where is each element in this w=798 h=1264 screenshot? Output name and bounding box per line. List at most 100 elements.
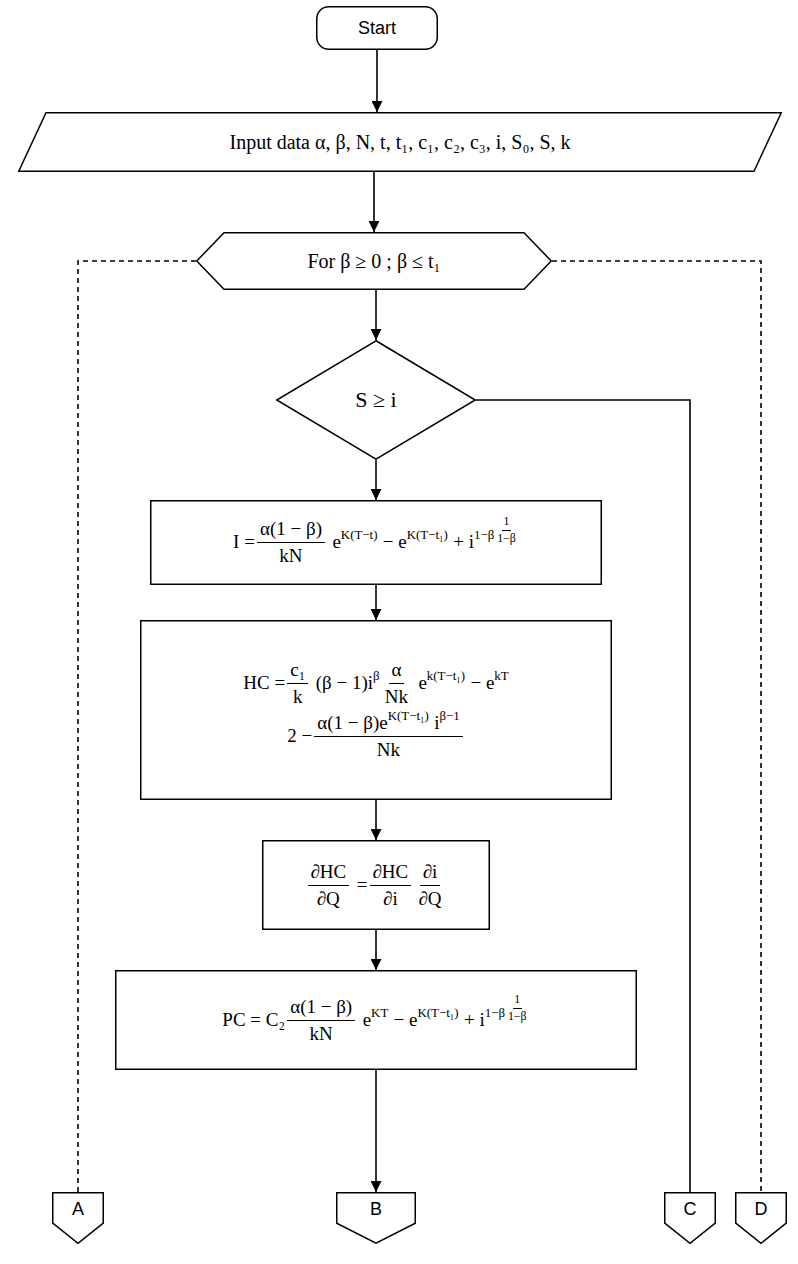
node-content: ∂HC∂Q=∂HC∂i∂i∂Q [305,857,446,912]
formula-text: 1 [504,515,510,529]
outline [116,971,637,1070]
fraction: ∂HC ∂i [370,859,411,910]
formula-line: 2 −α(1 − β)eK(T−t₁)iβ−1Nk [243,711,508,762]
formula-text: α [391,659,401,682]
superscript: KT [371,1005,388,1021]
fraction: ∂i∂Q [416,859,445,910]
decision-diamond: S ≥ i [276,340,476,460]
offpage-connector: A [52,1192,104,1244]
formula-text: ∂Q [317,888,340,911]
formula-text: k [293,686,303,709]
formula-text: − e [383,531,407,554]
denominator: k [290,684,305,709]
connector-letter: D [755,1199,768,1220]
numerator: α(1 − β) [257,517,325,543]
connector-letter: A [72,1199,84,1220]
outline [277,341,476,460]
superscript: β−1 [439,708,459,724]
outline [337,1193,416,1244]
node-content: PC = C₂α(1 − β)kNeKT− eK(T−t₁)+ i1−β11−β [222,992,529,1047]
offpage-connector: D [735,1192,787,1244]
formula-text: ∂i [383,888,398,911]
flow-arrow [375,585,377,620]
node-content: C [684,1199,697,1220]
fraction: c₁ k [287,658,308,709]
denominator: ∂Q [416,886,445,911]
formula-text: α(1 − β)e [317,712,387,735]
formula-text: ∂i [423,861,438,884]
formula-text: e [332,531,340,554]
node-content: D [755,1199,768,1220]
loop-hexagon: For β ≥ 0 ; β ≤ t₁ [196,232,552,290]
denominator: kN [277,543,306,568]
node-outline [115,970,637,1070]
superscript: 1−β [474,527,494,543]
numerator: 1 [513,992,522,1008]
terminal-box: Start [316,6,438,50]
node-label: For β ≥ 0 ; β ≤ t₁ [307,250,440,273]
numerator: α [389,658,405,684]
formula-text: − e [394,1009,418,1032]
outline [665,1193,716,1244]
formula-text: = [357,874,368,897]
fraction: α(1 − β)kN [287,994,355,1045]
fraction: αNk [382,658,411,709]
outline [53,1193,104,1244]
formula-text: e [363,1009,371,1032]
flow-arrow [375,800,377,840]
formula-line: HC =c₁k(β − 1)iβαNkek(T−t₁)− ekT [243,658,508,709]
flow-arrow [376,50,378,112]
superscript: K(T−t₁) [407,527,448,543]
node-content: B [370,1199,382,1220]
formula-text: Nk [385,686,408,709]
outline [19,113,782,172]
formula-line: ∂HC∂Q=∂HC∂i∂i∂Q [305,859,446,910]
formula-text: 1−β [497,532,516,546]
process-box: I =α(1 − β)kNeK(T−t)− eK(T−t₁)+ i1−β11−β [150,500,602,585]
outline [317,7,438,50]
outline [151,501,602,585]
node-content: S ≥ i [355,387,396,413]
formula-text: c₁ [290,659,305,682]
node-label: Start [358,18,396,39]
flow-arrow [375,290,377,340]
node-label: Input data α, β, N, t, t₁, c₁, c₂, c₃, i… [229,131,570,154]
numerator: 1 [502,515,511,531]
formula-text: 1−β [508,1010,527,1024]
superscript: K(T−t₁) [418,1005,459,1021]
formula-text: (β − 1)i [316,672,373,695]
process-box: PC = C₂α(1 − β)kNeKT− eK(T−t₁)+ i1−β11−β [115,970,637,1070]
numerator: ∂HC [370,859,411,885]
numerator: c₁ [287,658,308,684]
denominator: ∂i [380,886,400,911]
node-content: I =α(1 − β)kNeK(T−t)− eK(T−t₁)+ i1−β11−β [233,515,519,570]
offpage-connector: B [336,1192,416,1244]
fraction: ∂HC ∂Q [308,859,349,910]
formula-text: I = [233,531,255,554]
formula-text: ∂HC [310,861,346,884]
numerator: ∂i [420,859,440,885]
denominator: 1−β [495,531,517,546]
fraction: α(1 − β)eK(T−t₁)iβ−1Nk [314,711,462,762]
formula-text: ∂HC [372,861,408,884]
node-content: HC =c₁k(β − 1)iβαNkek(T−t₁)− ekT2 −α(1 −… [243,656,508,764]
node-content: Start [358,18,396,39]
denominator: Nk [382,684,411,709]
formula-text: 1 [514,993,520,1007]
formula-text: + i [453,531,474,554]
formula-text: e [418,672,426,695]
process-box: ∂HC∂Q=∂HC∂i∂i∂Q [262,840,490,930]
node-outline [150,500,602,585]
node-content: A [72,1199,84,1220]
superscript: 1−β [485,1005,505,1021]
superscript: K(T−t₁) [388,708,429,724]
denominator: Nk [374,737,403,762]
outline [197,233,552,290]
formula-text: 2 − [287,725,312,748]
formula-text: + i [464,1009,485,1032]
superscript: k(T−t₁) [427,668,465,684]
fraction: 11−β [506,992,528,1024]
formula-text: α(1 − β) [290,996,352,1019]
superscript: kT [494,668,508,684]
